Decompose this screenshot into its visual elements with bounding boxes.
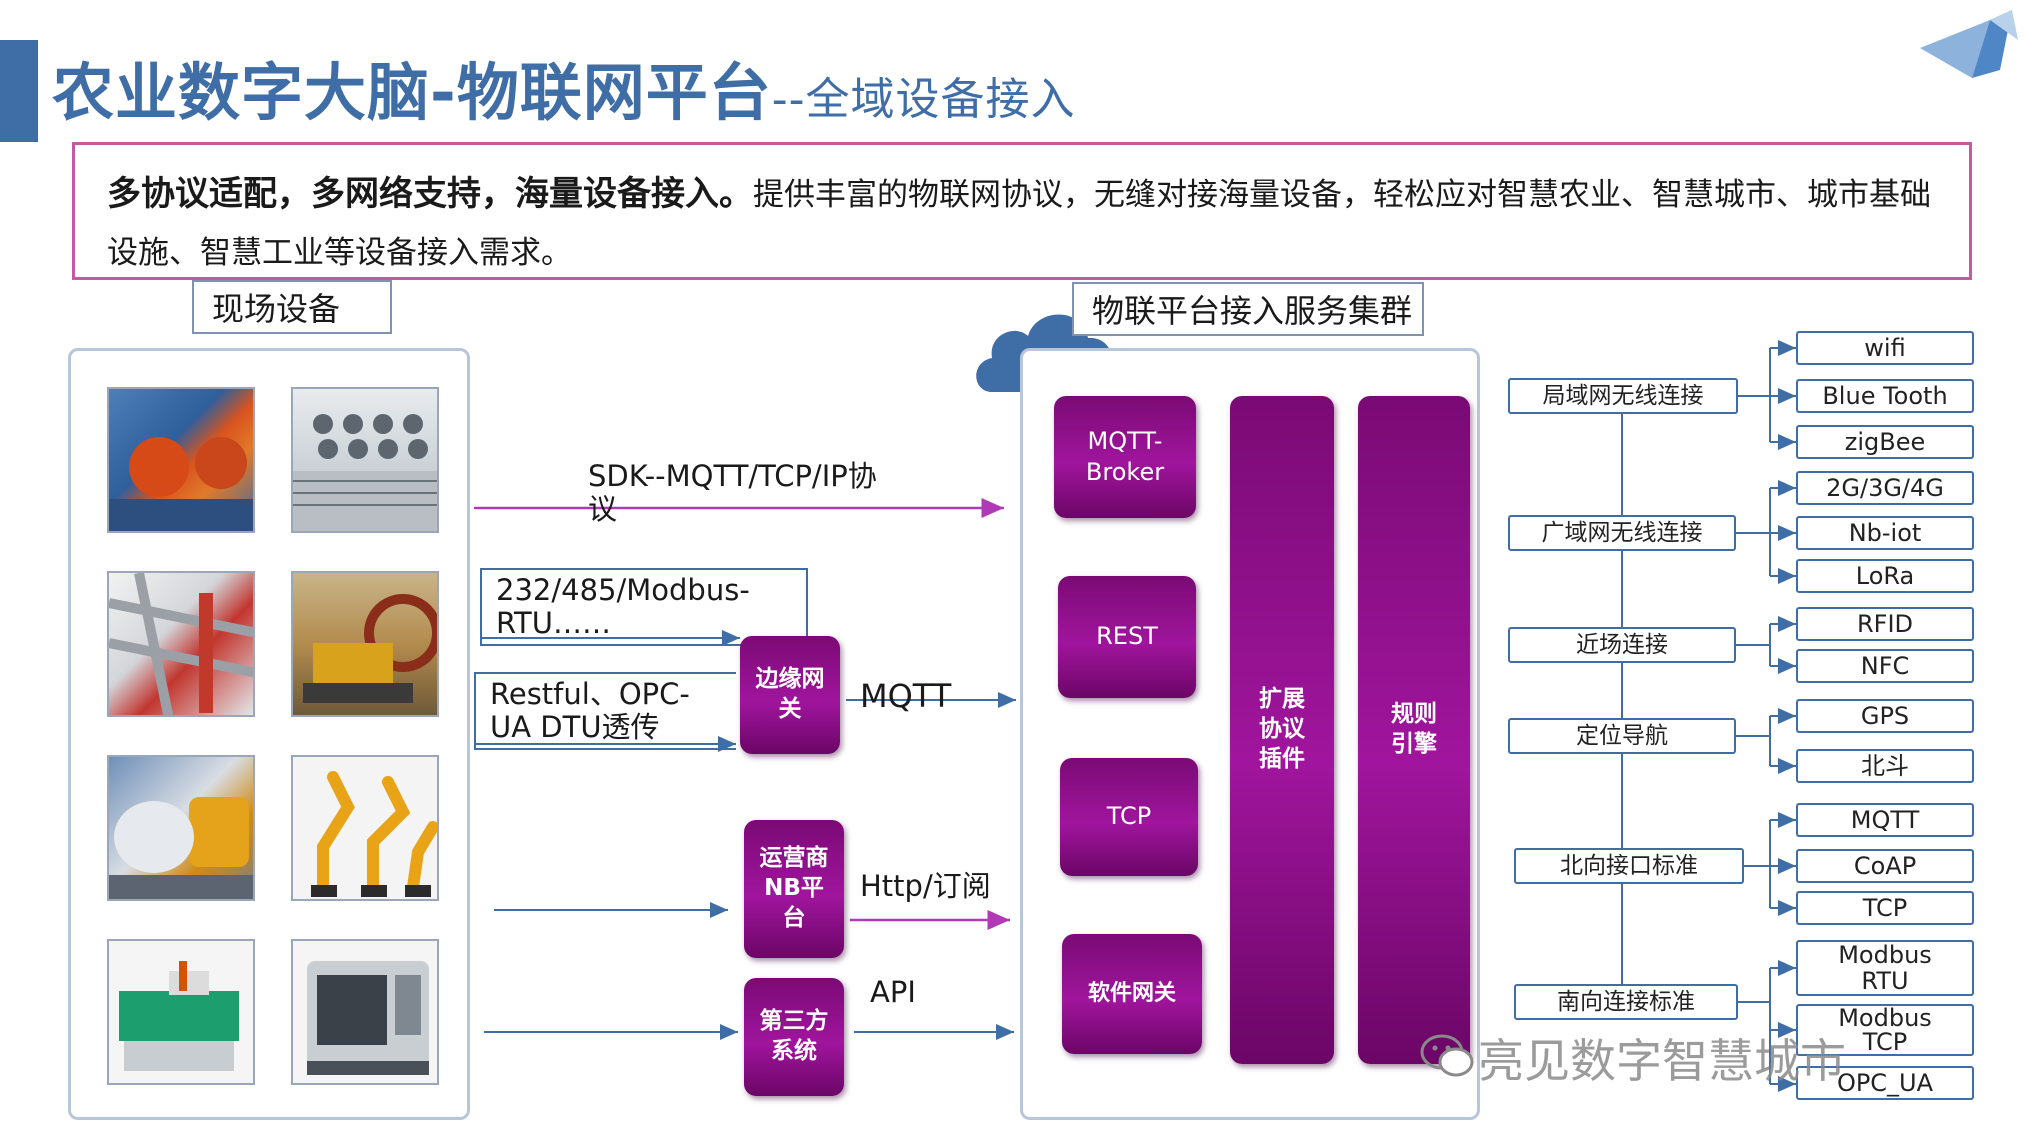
protocol-wifi: wifi <box>1796 331 1974 365</box>
cooling-tower-photo <box>291 387 439 533</box>
page-title-main: 农业数字大脑-物联网平台 <box>52 56 772 129</box>
sdk-protocol-label: SDK--MQTT/TCP/IP协议 <box>588 459 877 526</box>
title-accent-bar <box>0 40 38 142</box>
service-software-gateway: 软件网关 <box>1062 934 1202 1054</box>
category-positioning: 定位导航 <box>1508 718 1736 754</box>
rule-engine: 规则引擎 <box>1358 396 1470 1064</box>
protocol-nbiot: Nb-iot <box>1796 516 1974 550</box>
extension-protocol-plugin: 扩展协议插件 <box>1230 396 1334 1064</box>
service-tcp: TCP <box>1060 758 1198 876</box>
nb-platform-box: 运营商NB平台 <box>744 820 844 958</box>
service-rest: REST <box>1058 576 1196 698</box>
serial-protocol-label: 232/485/Modbus-RTU…… <box>480 568 808 646</box>
category-southbound: 南向连接标准 <box>1514 984 1738 1020</box>
restful-protocol-label: Restful、OPC-UA DTU透传 <box>474 672 736 750</box>
protocol-cellular: 2G/3G/4G <box>1796 471 1974 505</box>
protocol-nfc: NFC <box>1796 649 1974 683</box>
cnc-lathe-photo <box>291 939 439 1085</box>
service-mqtt-broker: MQTT-Broker <box>1054 396 1196 518</box>
cluster-label: 物联平台接入服务集群 <box>1072 282 1424 336</box>
field-devices-label: 现场设备 <box>192 280 392 334</box>
protocol-beidou: 北斗 <box>1796 749 1974 783</box>
protocol-bluetooth: Blue Tooth <box>1796 379 1974 413</box>
robot-arms-photo <box>291 755 439 901</box>
wechat-icon <box>1420 1034 1474 1077</box>
logo-icon <box>1920 10 2018 78</box>
api-flow-label: API <box>870 975 916 1009</box>
protocol-zigbee: zigBee <box>1796 425 1974 459</box>
boiler-photo <box>107 387 255 533</box>
category-wan-wireless: 广域网无线连接 <box>1508 515 1736 551</box>
page-title-sub: --全域设备接入 <box>771 74 1076 125</box>
pipes-photo <box>107 571 255 717</box>
protocol-opc-ua: OPC_UA <box>1796 1066 1974 1100</box>
protocol-modbus-tcp: Modbus TCP <box>1796 1004 1974 1056</box>
category-lan-wireless: 局域网无线连接 <box>1508 378 1738 414</box>
protocol-rfid: RFID <box>1796 607 1974 641</box>
category-northbound: 北向接口标准 <box>1514 848 1744 884</box>
protocol-mqtt: MQTT <box>1796 803 1974 837</box>
summary-box: 多协议适配，多网络支持，海量设备接入。提供丰富的物联网协议，无缝对接海量设备，轻… <box>72 142 1972 280</box>
field-devices-panel <box>68 348 470 1120</box>
protocol-coap: CoAP <box>1796 849 1974 883</box>
category-near-field: 近场连接 <box>1508 627 1736 663</box>
mining-machine-photo <box>291 571 439 717</box>
page-title: 农业数字大脑-物联网平台--全域设备接入 <box>52 42 1076 132</box>
mqtt-flow-label: MQTT <box>860 677 952 715</box>
protocol-lora: LoRa <box>1796 559 1974 593</box>
protocol-gps: GPS <box>1796 699 1974 733</box>
turbine-photo <box>107 755 255 901</box>
protocol-modbus-rtu: Modbus RTU <box>1796 940 1974 996</box>
http-flow-label: Http/订阅 <box>860 869 991 903</box>
edge-gateway-box: 边缘网关 <box>740 636 840 754</box>
third-party-system-box: 第三方系统 <box>744 978 844 1096</box>
injection-machine-photo <box>107 939 255 1085</box>
summary-bold: 多协议适配，多网络支持，海量设备接入。 <box>107 174 753 214</box>
watermark-text: 亮见数字智慧城市 <box>1478 1034 1846 1088</box>
protocol-tcp: TCP <box>1796 891 1974 925</box>
summary-text: 提供丰富的物联网协议，无缝对接海量设备，轻松应对智慧农业、智慧城市、城市基础设施… <box>107 177 1931 271</box>
